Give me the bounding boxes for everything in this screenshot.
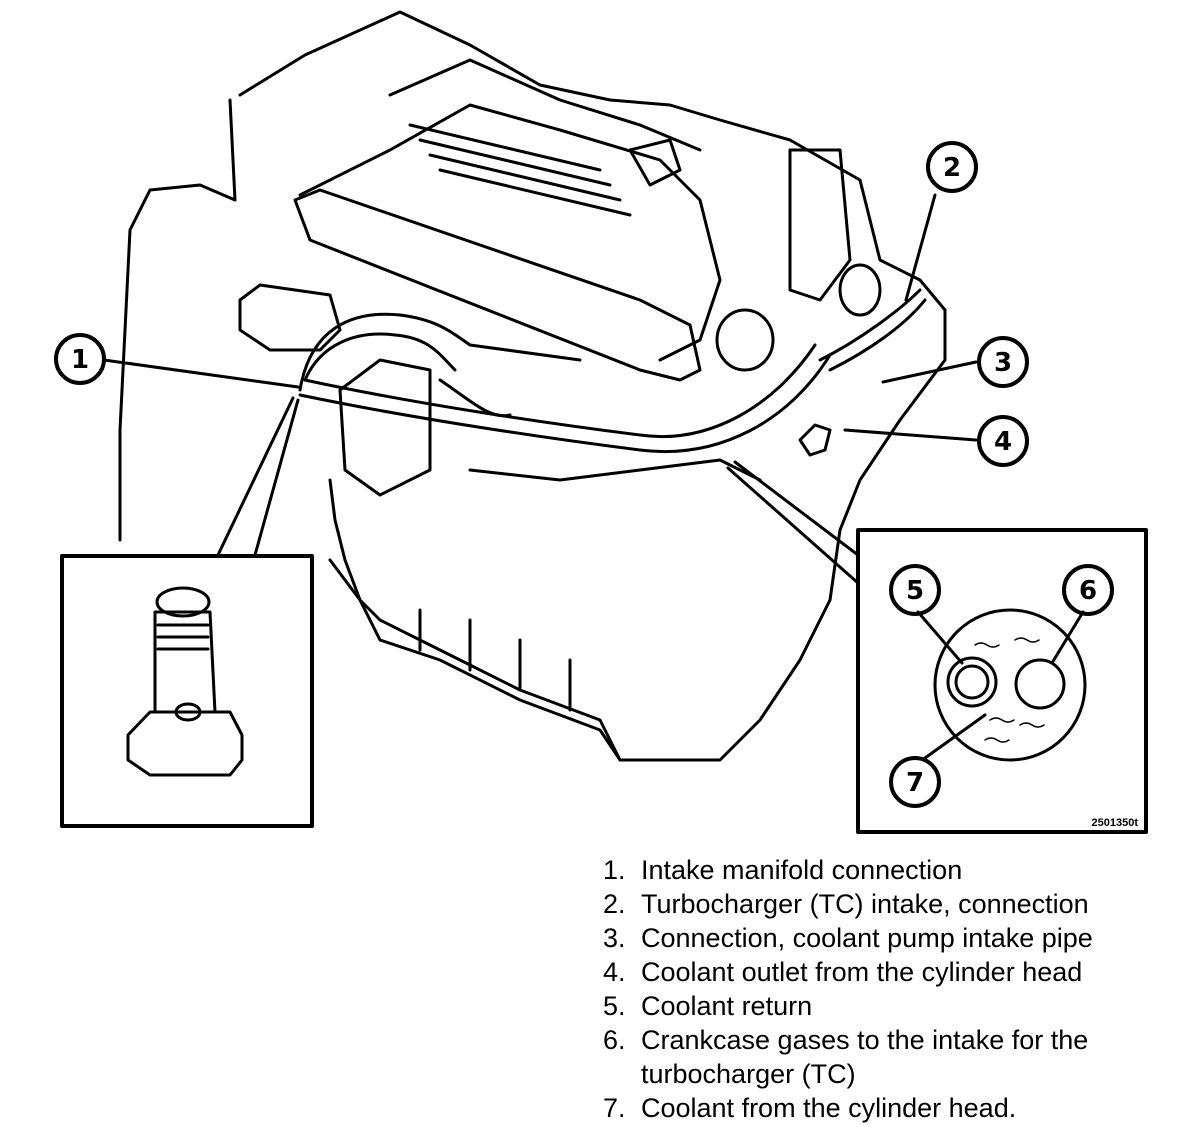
leader-2 <box>904 193 937 302</box>
callout-circle-5 <box>889 564 941 616</box>
callout-label-1: 1 <box>71 345 89 375</box>
coolant-waves <box>974 637 1045 743</box>
banjo-bolt-thread <box>156 623 210 651</box>
legend-text: Coolant from the cylinder head. <box>641 1093 1017 1123</box>
elbow-hose <box>438 378 512 418</box>
legend-text: Turbocharger (TC) intake, connection <box>641 889 1089 919</box>
leader-detail-left-a <box>216 396 295 557</box>
pulley-right <box>838 263 882 317</box>
legend-text: Coolant return <box>641 991 813 1021</box>
hose-assembly-2 <box>303 332 457 382</box>
rocker-cover <box>298 103 722 362</box>
callout-label-3: 3 <box>994 348 1012 378</box>
legend-text: Intake manifold connection <box>641 855 963 885</box>
banjo-bolt-top <box>155 586 211 618</box>
figure-code: 2501350t <box>1092 817 1139 829</box>
legend-list: 1. Intake manifold connection 2. Turbochar… <box>603 853 1183 1125</box>
pump-housing <box>238 283 342 352</box>
callout-label-7: 7 <box>906 768 924 798</box>
oil-filter <box>338 358 432 497</box>
callout-circle-2 <box>926 141 978 193</box>
callout-circle-1 <box>54 333 106 385</box>
callout-circle-3 <box>977 336 1029 388</box>
legend-item: 5. Coolant return <box>603 989 1183 1023</box>
coolant-return-port <box>946 656 998 708</box>
oil-pan <box>328 558 622 762</box>
legend-item: 6. Crankcase gases to the intake for the … <box>603 1023 1183 1091</box>
detail-box-right <box>856 528 1148 834</box>
legend-text: Connection, coolant pump intake pipe <box>641 923 1093 953</box>
leader-detail-left-b <box>253 398 300 557</box>
leader-4 <box>843 428 978 442</box>
callout-circle-4 <box>977 415 1029 467</box>
leader-1 <box>102 358 300 389</box>
outlet-fitting <box>798 423 832 457</box>
legend-number: 4. <box>603 957 626 987</box>
leader-7 <box>923 713 987 760</box>
leader-detail-right-a <box>726 466 860 585</box>
engine-left-outline <box>118 98 237 542</box>
cover-ribs <box>408 123 632 217</box>
legend-number: 3. <box>603 923 626 953</box>
hose-assembly <box>298 312 582 392</box>
legend-item: 3. Connection, coolant pump intake pipe <box>603 921 1183 955</box>
callout-circle-7 <box>889 756 941 808</box>
legend-number: 5. <box>603 991 626 1021</box>
rocker-cover-top <box>388 58 702 152</box>
lower-block <box>468 458 762 482</box>
leader-detail-right-b <box>733 460 860 557</box>
coolant-pipe <box>298 353 832 453</box>
leader-6 <box>1050 610 1085 665</box>
callout-label-2: 2 <box>943 153 961 183</box>
timing-cover <box>788 148 852 302</box>
legend-item: 4. Coolant outlet from the cylinder head <box>603 955 1183 989</box>
legend-item: 2. Turbocharger (TC) intake, connection <box>603 887 1183 921</box>
leader-5 <box>916 610 964 665</box>
legend-text: Coolant outlet from the cylinder head <box>641 957 1083 987</box>
intake-manifold <box>293 188 702 382</box>
banjo-bolt-shank <box>153 610 217 714</box>
banjo-bolt-hole <box>174 702 202 722</box>
crankcase-hose-2 <box>828 298 927 372</box>
legend-number: 2. <box>603 889 626 919</box>
callout-label-5: 5 <box>906 576 924 606</box>
filler-cap <box>628 138 682 187</box>
legend-number: 6. <box>603 1025 626 1055</box>
leader-3 <box>881 360 978 384</box>
legend-text: Crankcase gases to the intake for the tu… <box>641 1025 1089 1089</box>
crankcase-hose <box>818 288 922 362</box>
legend-item: 7. Coolant from the cylinder head. <box>603 1091 1183 1125</box>
coolant-return-port-inner <box>954 664 990 700</box>
detail-box-left <box>60 554 314 828</box>
banjo-bolt-head <box>126 710 244 777</box>
coolant-pipe-inner <box>303 343 817 438</box>
pulley-upper <box>715 308 775 372</box>
legend-number: 7. <box>603 1093 626 1123</box>
legend-item: 1. Intake manifold connection <box>603 853 1183 887</box>
callout-circle-6 <box>1062 564 1114 616</box>
callout-label-6: 6 <box>1079 576 1097 606</box>
crankcase-gas-port <box>1014 658 1066 710</box>
callout-label-4: 4 <box>994 427 1012 457</box>
legend-number: 1. <box>603 855 626 885</box>
oil-pan-ribs <box>418 608 572 712</box>
pipe-cross-section <box>933 608 1087 762</box>
